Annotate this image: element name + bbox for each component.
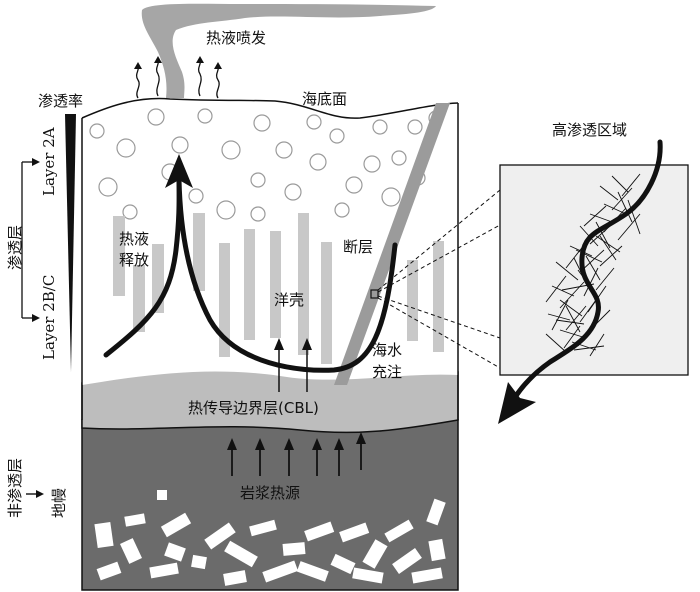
inset-flow-arrowhead-icon [498, 382, 536, 424]
magma-layer [81, 419, 459, 591]
upflow-arrowhead-icon [165, 154, 193, 188]
magma-heat-label: 岩浆热源 [240, 484, 300, 502]
magma-heat-arrows [227, 432, 366, 476]
fault-zone [334, 103, 450, 385]
sheeted-dikes-right [407, 241, 444, 352]
cbl-label: 热传导边界层(CBL) [188, 399, 319, 417]
crust-heat-arrows [274, 338, 312, 392]
permeability-label: 渗透率 [38, 92, 83, 110]
vesicles [89, 108, 444, 222]
zoom-marker [370, 289, 379, 299]
mantle-label: 地幔 [50, 488, 68, 518]
vent-shimmer [135, 59, 220, 99]
vent-label: 热液喷发 [206, 29, 266, 47]
seafloor-line [81, 97, 459, 119]
permeable-bracket [21, 158, 40, 322]
seawater-label-1: 海水 [372, 341, 402, 359]
magma-crystals [94, 490, 446, 586]
high-perm-zone-label: 高渗透区域 [552, 121, 627, 139]
fault-label: 断层 [343, 238, 373, 256]
inset-flow-path [509, 139, 663, 405]
zoom-lines [377, 189, 501, 369]
circulation-path [103, 179, 398, 373]
vent-shimmer-heads [134, 56, 222, 69]
fluid-release-label-2: 释放 [119, 251, 149, 269]
vent-plume [141, 3, 436, 98]
seawater-label-2: 充注 [372, 363, 402, 381]
crust-label: 洋壳 [274, 291, 304, 309]
permeability-wedge [65, 114, 76, 372]
layer-2a-label: Layer 2A [40, 127, 58, 196]
layer-2bc-label: Layer 2B/C [40, 275, 58, 360]
mantle-arrow [26, 490, 44, 498]
impermeable-layer-label: 非渗透层 [6, 458, 24, 518]
fluid-release-label-1: 热液 [119, 230, 149, 248]
permeable-layer-label: 渗透层 [6, 225, 24, 270]
seafloor-label: 海底面 [302, 90, 347, 108]
